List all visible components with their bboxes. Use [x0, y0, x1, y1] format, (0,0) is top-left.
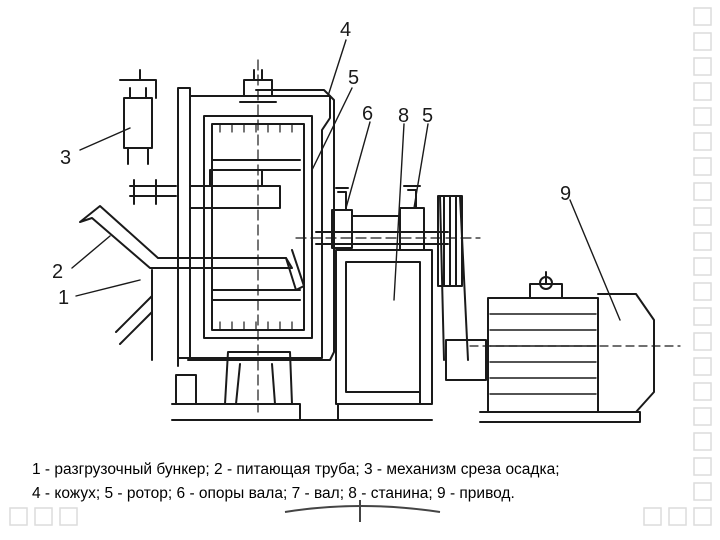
base-frame	[171, 403, 433, 421]
motor-end-cap	[597, 293, 655, 413]
motor-base	[479, 411, 641, 423]
callout-3: 3	[60, 147, 71, 169]
rotor-support-legs	[224, 351, 293, 405]
rotor-ribs	[219, 123, 293, 331]
caption-line-1: 1 - разгрузочный бункер; 2 - питающая тр…	[32, 461, 560, 478]
feed-pipe	[79, 205, 293, 269]
frame-base	[379, 391, 421, 405]
callout-1: 1	[58, 287, 69, 309]
bearing-right	[399, 185, 425, 251]
motor-terminal-box	[529, 271, 563, 299]
leader-6	[345, 121, 371, 209]
callout-5-top: 5	[348, 67, 359, 89]
motor-pulley	[445, 339, 487, 381]
bearing-left	[331, 187, 353, 249]
rotor-cone	[189, 169, 281, 209]
leader-4	[327, 39, 347, 97]
callout-2: 2	[52, 261, 63, 283]
rotor-bottom-plate	[211, 289, 301, 301]
frame	[335, 249, 433, 405]
callout-8: 8	[398, 105, 409, 127]
cutter-mechanism	[119, 69, 157, 165]
discharge-bunker	[115, 269, 153, 361]
leader-1	[75, 279, 141, 297]
leader-2	[71, 235, 111, 269]
rotor-inner	[211, 123, 305, 331]
figure-caption: 1 - разгрузочный бункер; 2 - питающая тр…	[32, 458, 692, 506]
callout-9: 9	[560, 183, 571, 205]
leader-5-right	[413, 123, 429, 209]
shaft	[315, 231, 449, 245]
bottom-arc-decoration	[284, 500, 441, 522]
leader-3	[79, 127, 131, 151]
stand-left-foot	[175, 374, 197, 405]
casing	[177, 87, 331, 367]
motor-body	[487, 297, 599, 413]
caption-line-2: 4 - кожух; 5 - ротор; 6 - опоры вала; 7 …	[32, 485, 515, 502]
leader-9	[569, 199, 621, 321]
feed-pipe-end	[285, 249, 305, 291]
leader-5-top	[311, 87, 353, 171]
callout-6: 6	[362, 103, 373, 125]
leader-8	[393, 123, 405, 301]
slide-grid-decoration	[9, 7, 712, 526]
rotor-top-plate	[211, 159, 301, 171]
motor-fins	[489, 313, 597, 395]
cutter-arm	[129, 179, 177, 205]
casing-inner-wall	[187, 89, 335, 361]
callout-5-right: 5	[422, 105, 433, 127]
belt	[439, 195, 469, 361]
motor-terminal-cap	[539, 276, 553, 290]
rotor	[203, 115, 313, 339]
shaft-pulley	[437, 195, 463, 287]
callout-4: 4	[340, 19, 351, 41]
